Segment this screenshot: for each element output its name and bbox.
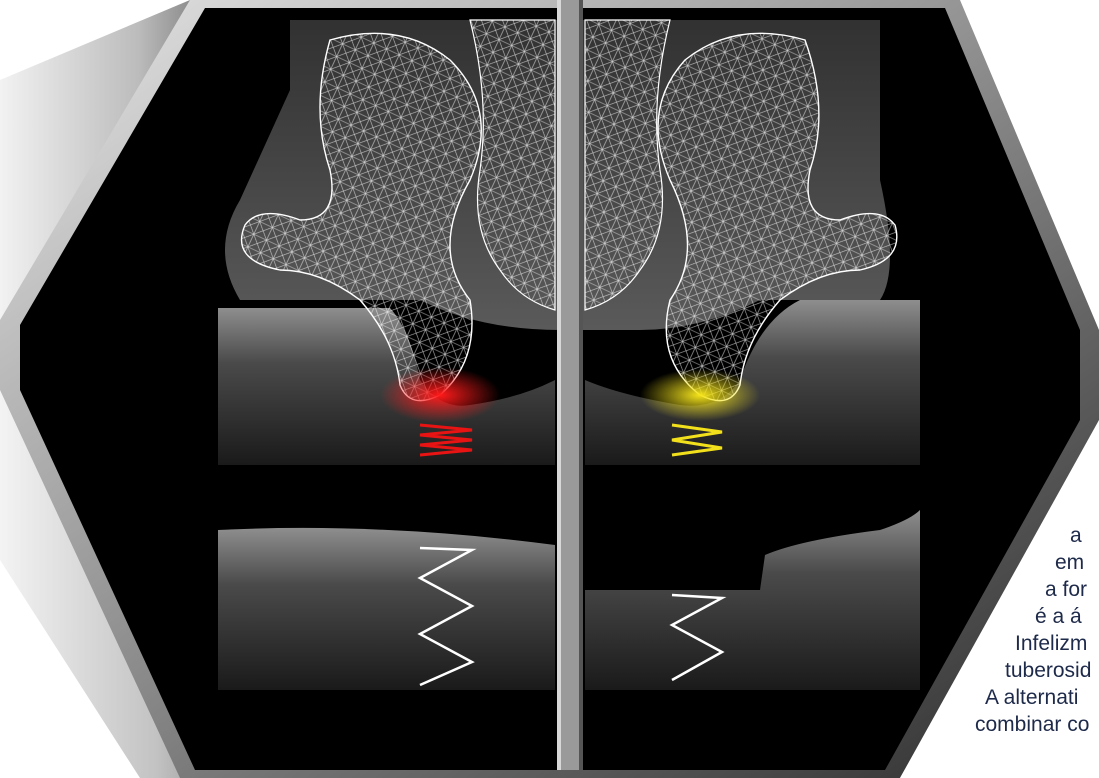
caption-line-5: Infelizm — [1015, 630, 1087, 657]
lower-cushion-left — [218, 528, 555, 690]
caption-line-6: tuberosid — [1005, 657, 1091, 684]
pressure-glow-red — [380, 367, 500, 423]
caption-line-4: é a á — [1035, 603, 1082, 630]
caption-line-8: combinar co — [975, 711, 1089, 738]
pressure-glow-yellow — [640, 369, 760, 421]
divider-highlight — [557, 0, 561, 770]
caption-line-2: em — [1055, 549, 1084, 576]
caption-line-7: A alternati — [985, 684, 1078, 711]
caption-line-3: a for — [1045, 576, 1087, 603]
divider-shadow — [579, 0, 583, 770]
caption-line-1: a — [1070, 522, 1082, 549]
